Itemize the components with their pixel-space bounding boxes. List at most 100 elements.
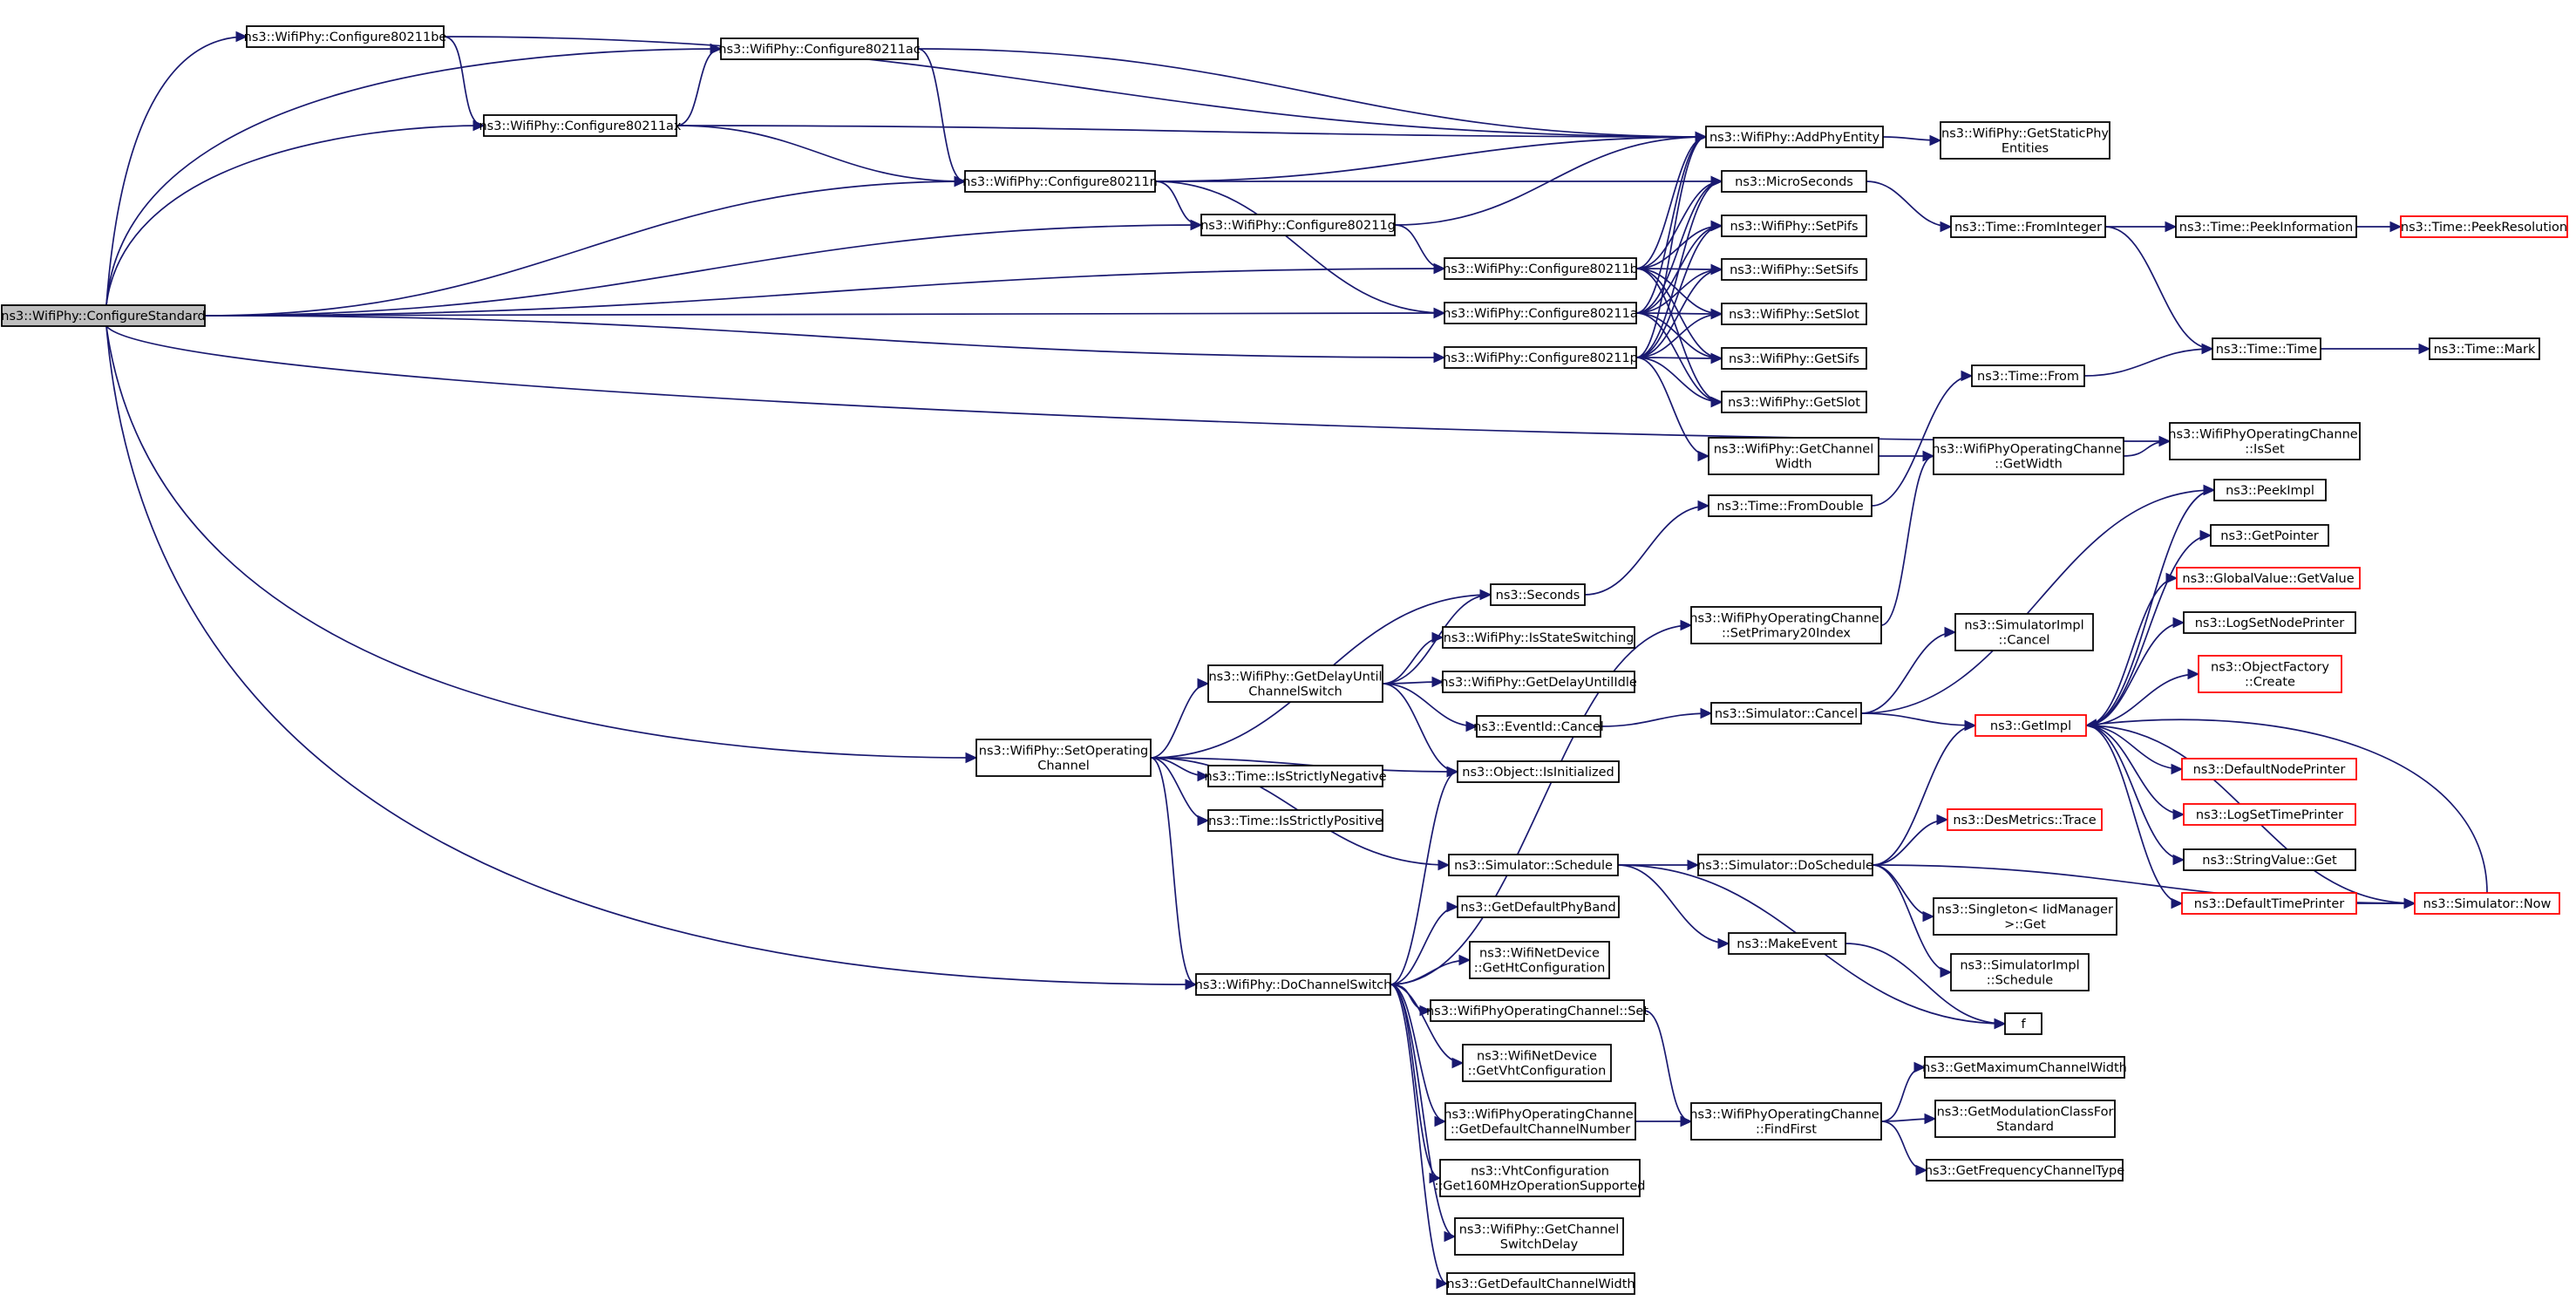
node-strneg[interactable]: ns3::Time::IsStrictlyNegative [1204,765,1387,787]
node-strpos[interactable]: ns3::Time::IsStrictlyPositive [1207,809,1383,832]
node-setpifs[interactable]: ns3::WifiPhy::SetPifs [1721,215,1867,237]
node-addphy[interactable]: ns3::WifiPhy::AddPhyEntity [1705,126,1884,148]
node-simdosched[interactable]: ns3::Simulator::DoSchedule [1697,854,1873,876]
node-logsettime[interactable]: ns3::LogSetTimePrinter [2183,803,2356,826]
node-isswitch[interactable]: ns3::WifiPhy::IsStateSwitching [1442,626,1635,649]
node-getvht[interactable]: ns3::WifiNetDevice::GetVhtConfiguration [1462,1044,1612,1082]
node-getslot[interactable]: ns3::WifiPhy::GetSlot [1721,391,1867,413]
node-getpointer[interactable]: ns3::GetPointer [2210,524,2329,547]
node-getdelayidle[interactable]: ns3::WifiPhy::GetDelayUntilIdle [1440,671,1637,693]
edge-setop-to-isinit-line [1150,757,1458,773]
node-defnode[interactable]: ns3::DefaultNodePrinter [2181,758,2357,780]
edge-c11be-to-c11ax [443,36,486,132]
node-getdefband[interactable]: ns3::GetDefaultPhyBand [1457,896,1620,918]
edge-setop-to-dochsw-line [1150,757,1197,985]
node-makeevent[interactable]: ns3::MakeEvent [1728,932,1846,955]
edge-c11p-to-micro-arrowhead [1710,175,1723,187]
node-setslot[interactable]: ns3::WifiPhy::SetSlot [1721,303,1867,325]
node-c11ac[interactable]: ns3::WifiPhy::Configure80211ac [718,37,921,60]
node-mark[interactable]: ns3::Time::Mark [2429,337,2540,360]
node-getstatic-box [1940,121,2110,160]
node-fromdbl[interactable]: ns3::Time::FromDouble [1708,494,1873,517]
node-findfirst-box [1690,1102,1882,1141]
node-getimpl[interactable]: ns3::GetImpl [1974,714,2087,737]
node-timetime[interactable]: ns3::Time::Time [2212,337,2321,360]
node-getdefchnum[interactable]: ns3::WifiPhyOperatingChannel::GetDefault… [1444,1102,1637,1141]
node-fromint[interactable]: ns3::Time::FromInteger [1950,215,2106,238]
node-seconds[interactable]: ns3::Seconds [1490,583,1586,606]
edge-c11ax-to-c11ac-arrowhead [710,43,723,55]
edge-simdosched-to-singleton-line [1872,864,1934,917]
node-mark-box [2429,337,2540,360]
node-root[interactable]: ns3::WifiPhy::ConfigureStandard [1,304,206,327]
node-simcancel[interactable]: ns3::Simulator::Cancel [1710,702,1862,725]
node-c11ax[interactable]: ns3::WifiPhy::Configure80211ax [479,114,682,137]
edge-addphy-to-getstatic [1882,134,1942,146]
node-c11be[interactable]: ns3::WifiPhy::Configure80211be [244,25,447,48]
node-gvget[interactable]: ns3::GlobalValue::GetValue [2176,567,2361,589]
node-peekimpl[interactable]: ns3::PeekImpl [2213,479,2327,501]
edge-seconds-to-fromdbl-arrowhead [1697,500,1710,512]
edge-root-to-c11be [105,31,248,306]
node-getwidth[interactable]: ns3::WifiPhyOperatingChannel::GetWidth [1932,437,2125,475]
node-desmetrics-box [1947,808,2103,831]
node-isinit[interactable]: ns3::Object::IsInitialized [1457,760,1620,783]
node-getfreqtype[interactable]: ns3::GetFrequencyChannelType [1925,1159,2124,1182]
node-getmodclass-label: ns3::GetModulationClassFor [1937,1106,2114,1120]
node-opset[interactable]: ns3::WifiPhyOperatingChannel::Set [1426,999,1648,1022]
node-strget[interactable]: ns3::StringValue::Get [2183,848,2356,871]
node-c11p[interactable]: ns3::WifiPhy::Configure80211p [1443,346,1638,369]
edge-seconds-to-fromdbl [1584,500,1710,596]
node-getvht-label: ::GetVhtConfiguration [1468,1065,1607,1079]
node-simnow[interactable]: ns3::Simulator::Now [2414,892,2560,915]
edge-fromint-to-timetime [2104,226,2214,355]
node-c11b[interactable]: ns3::WifiPhy::Configure80211b [1443,257,1638,280]
node-c11n[interactable]: ns3::WifiPhy::Configure80211n [962,170,1158,193]
edge-opset-to-findfirst [1643,1010,1693,1127]
node-desmetrics[interactable]: ns3::DesMetrics::Trace [1947,808,2103,831]
edge-simcancel-to-peekimpl-line [1860,489,2215,714]
node-dochsw[interactable]: ns3::WifiPhy::DoChannelSwitch [1195,973,1392,996]
edge-fromint-to-peekinfo [2105,221,2178,233]
edge-c11p-to-setslot [1635,308,1723,358]
node-setsifs[interactable]: ns3::WifiPhy::SetSifs [1721,258,1867,281]
node-logsettime-label: ns3::LogSetTimePrinter [2196,808,2343,822]
node-singleton[interactable]: ns3::Singleton< IidManager>::Get [1933,897,2117,936]
edge-c11p-to-getslot [1635,357,1723,408]
node-micro[interactable]: ns3::MicroSeconds [1721,170,1867,193]
node-objfactory[interactable]: ns3::ObjectFactory::Create [2198,655,2342,693]
node-deftime[interactable]: ns3::DefaultTimePrinter [2181,892,2357,915]
node-c11n-box [964,170,1156,193]
edge-c11ac-to-c11n [917,48,967,187]
node-c11a[interactable]: ns3::WifiPhy::Configure80211a [1443,302,1638,324]
edge-root-to-c11be-arrowhead [235,31,248,43]
node-timefrom[interactable]: ns3::Time::From [1971,364,2085,387]
edge-getimpl-to-gvget [2085,572,2178,726]
node-simimplsched[interactable]: ns3::SimulatorImpl::Schedule [1950,953,2090,991]
node-simimplcancel[interactable]: ns3::SimulatorImpl::Cancel [1954,613,2094,651]
node-getsifs[interactable]: ns3::WifiPhy::GetSifs [1721,347,1867,370]
node-f[interactable]: f [2004,1012,2042,1035]
node-getmaxchw[interactable]: ns3::GetMaximumChannelWidth [1922,1056,2127,1079]
node-getdefchw[interactable]: ns3::GetDefaultChannelWidth [1446,1272,1635,1295]
node-setop-label: Channel [1037,759,1090,773]
node-get160[interactable]: ns3::VhtConfiguration::Get160MHzOperatio… [1435,1159,1646,1197]
node-logsetnode[interactable]: ns3::LogSetNodePrinter [2183,611,2356,634]
node-setprim[interactable]: ns3::WifiPhyOperatingChannel::SetPrimary… [1689,606,1883,644]
node-findfirst[interactable]: ns3::WifiPhyOperatingChannel::FindFirst [1689,1102,1883,1141]
edge-setop-to-simsched-arrowhead [1438,859,1451,871]
node-objfactory-label: ::Create [2245,676,2295,690]
node-getht[interactable]: ns3::WifiNetDevice::GetHtConfiguration [1469,941,1610,979]
node-isset[interactable]: ns3::WifiPhyOperatingChannel::IsSet [2168,422,2362,460]
node-peekinfo[interactable]: ns3::Time::PeekInformation [2175,215,2357,238]
node-peekres[interactable]: ns3::Time::PeekResolution [2400,215,2568,238]
node-evcancel[interactable]: ns3::EventId::Cancel [1473,715,1604,738]
node-simsched[interactable]: ns3::Simulator::Schedule [1448,854,1619,876]
node-c11g[interactable]: ns3::WifiPhy::Configure80211g [1200,214,1396,236]
